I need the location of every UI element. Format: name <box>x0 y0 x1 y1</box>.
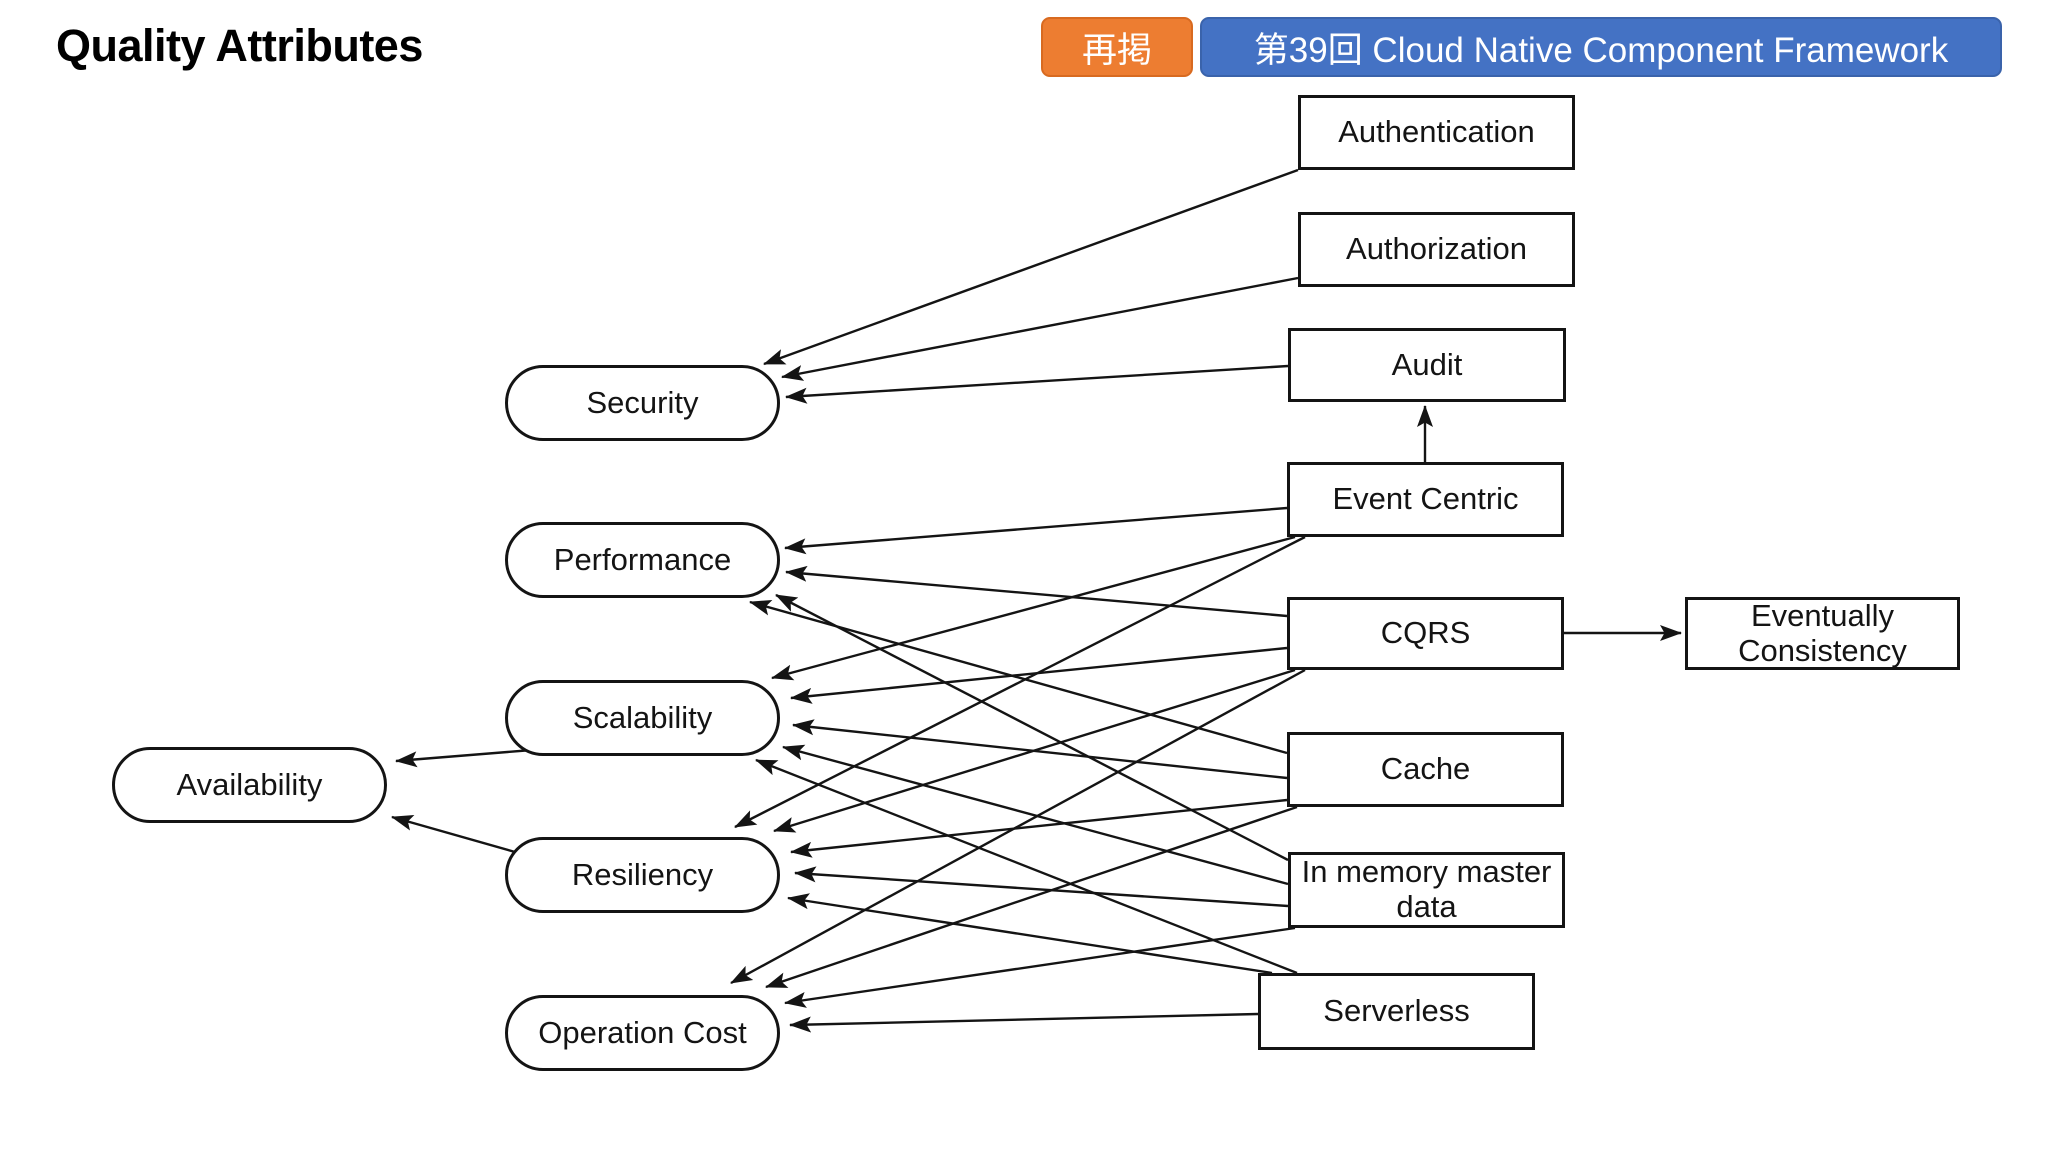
edge-serverless-to-resiliency <box>787 893 1273 975</box>
node-performance: Performance <box>505 522 780 598</box>
edge-resiliency-to-availability <box>391 815 516 854</box>
edge-cqrs-to-scalability <box>790 646 1288 704</box>
edge-cache-to-resiliency <box>790 798 1288 858</box>
edge-cache-to-performance <box>749 599 1288 755</box>
node-authorization: Authorization <box>1298 212 1575 287</box>
edge-event-centric-to-resiliency <box>734 535 1306 829</box>
edge-cache-to-scalability <box>792 719 1288 780</box>
node-label: Eventually Consistency <box>1738 597 1907 668</box>
node-label: Serverless <box>1323 993 1470 1029</box>
edge-event-centric-to-performance <box>784 506 1288 555</box>
edge-serverless-to-scalability <box>755 758 1298 975</box>
edge-scalability-to-availability <box>395 748 533 768</box>
node-security: Security <box>505 365 780 441</box>
node-label: Audit <box>1391 346 1463 382</box>
node-event-centric: Event Centric <box>1287 462 1564 537</box>
edge-in-memory-to-performance <box>775 593 1289 862</box>
node-resiliency: Resiliency <box>505 837 780 913</box>
page-title: Quality Attributes <box>56 20 423 71</box>
edge-in-memory-to-resiliency <box>794 866 1289 908</box>
node-availability: Availability <box>112 747 387 823</box>
edge-in-memory-to-operation-cost <box>784 926 1296 1008</box>
node-label: CQRS <box>1380 615 1471 651</box>
node-label: Authentication <box>1338 114 1535 150</box>
node-audit: Audit <box>1288 328 1566 402</box>
node-label: In memory master data <box>1301 854 1552 924</box>
node-label: Cache <box>1380 751 1471 787</box>
node-in-memory: In memory master data <box>1288 852 1565 928</box>
node-label: Operation Cost <box>538 1014 747 1050</box>
node-serverless: Serverless <box>1258 973 1535 1050</box>
node-label: Authorization <box>1346 231 1527 267</box>
edge-audit-to-security <box>785 364 1289 404</box>
edge-event-centric-to-scalability <box>771 535 1296 681</box>
edge-in-memory-to-scalability <box>782 744 1289 886</box>
edge-cqrs-to-operation-cost <box>730 668 1306 985</box>
edge-serverless-to-operation-cost <box>789 1012 1259 1033</box>
edge-authentication-to-security <box>763 168 1299 366</box>
node-operation-cost: Operation Cost <box>505 995 780 1071</box>
node-authentication: Authentication <box>1298 95 1575 170</box>
node-label: Event Centric <box>1332 481 1519 517</box>
node-label: Security <box>586 384 699 420</box>
node-label: Performance <box>553 541 732 577</box>
node-ev-consistency: Eventually Consistency <box>1685 597 1960 670</box>
repost-badge: 再掲 <box>1041 17 1193 77</box>
node-cache: Cache <box>1287 732 1564 807</box>
node-cqrs: CQRS <box>1287 597 1564 670</box>
edge-authorization-to-security <box>781 276 1299 381</box>
node-scalability: Scalability <box>505 680 780 756</box>
edge-cache-to-operation-cost <box>765 805 1298 989</box>
session-title-badge: 第39回 Cloud Native Component Framework <box>1200 17 2002 77</box>
node-label: Availability <box>176 766 323 802</box>
node-label: Scalability <box>572 699 713 735</box>
badge-group: 再掲 第39回 Cloud Native Component Framework <box>1041 17 2002 77</box>
edge-cqrs-to-performance <box>785 565 1288 618</box>
node-label: Resiliency <box>571 856 714 892</box>
